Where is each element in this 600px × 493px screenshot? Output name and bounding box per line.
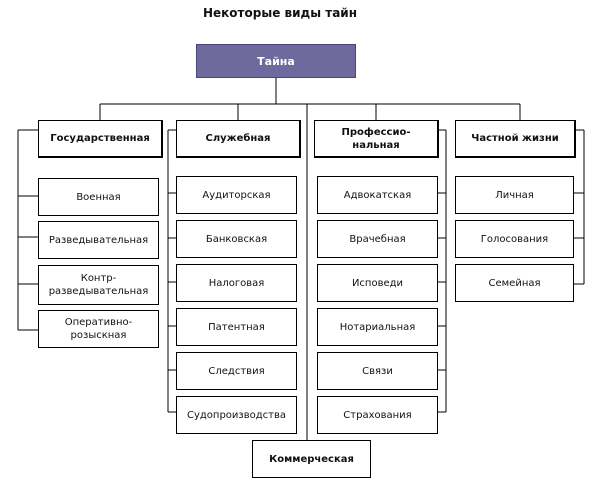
item-service-tax: Налоговая [176,264,297,302]
root-node: Тайна [196,44,356,78]
item-service-banking: Банковская [176,220,297,258]
item-prof-communication: Связи [317,352,438,390]
item-prof-lawyer: Адвокатская [317,176,438,214]
item-service-patent: Патентная [176,308,297,346]
item-state-intelligence: Разведывательная [38,221,159,259]
item-state-military: Военная [38,178,159,216]
item-private-personal: Личная [455,176,574,214]
item-prof-insurance: Страхования [317,396,438,434]
diagram-title: Некоторые виды тайн [202,6,357,20]
category-service: Служебная [176,120,301,158]
item-private-voting: Голосования [455,220,574,258]
item-prof-medical: Врачебная [317,220,438,258]
item-state-counterintelligence: Контр- разведывательная [38,265,159,305]
item-service-judicial: Судопроизводства [176,396,297,434]
item-private-family: Семейная [455,264,574,302]
item-prof-confession: Исповеди [317,264,438,302]
item-service-audit: Аудиторская [176,176,297,214]
commercial-node: Коммерческая [252,440,371,478]
category-professional: Профессио- нальная [314,120,439,158]
item-state-operative: Оперативно- розыскная [38,310,159,348]
item-prof-notary: Нотариальная [317,308,438,346]
item-service-investigation: Следствия [176,352,297,390]
category-private-life: Частной жизни [455,120,576,158]
category-state: Государственная [38,120,163,158]
